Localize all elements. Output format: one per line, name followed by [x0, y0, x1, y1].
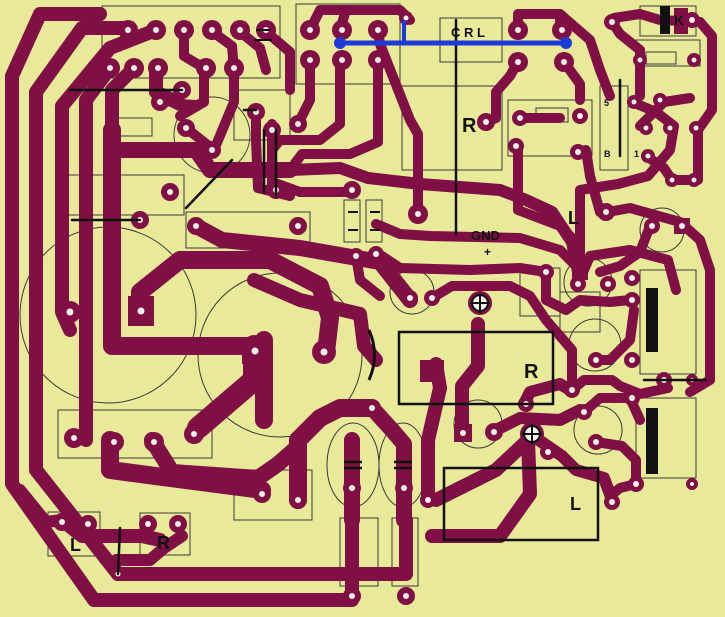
l-label-bottom-left: L — [70, 535, 81, 555]
pad-row-top-left — [100, 20, 307, 159]
resistor-box-r — [397, 330, 555, 406]
pad-row-lower — [364, 264, 698, 510]
blue-bridge-wire — [334, 20, 572, 49]
crl-label: C R L — [451, 25, 485, 40]
r-label-bottom: R — [157, 533, 170, 553]
mounting-holes — [468, 291, 544, 446]
l-label-box: L — [570, 494, 581, 514]
mounting-hole-lower — [520, 422, 544, 446]
ic-bar-upper — [646, 288, 658, 352]
pad-row-middle — [59, 181, 428, 452]
wire-jumpers — [68, 18, 708, 576]
pin-5-label: 5 — [604, 98, 609, 108]
large-component-boxes — [397, 6, 688, 542]
r-label-top: R — [462, 115, 477, 137]
r-label-middle: R — [524, 361, 539, 383]
pad-row-top-right — [477, 12, 703, 234]
gnd-label: GND — [471, 228, 500, 243]
l-label-right: L — [568, 208, 579, 228]
pin-1-label: 1 — [634, 149, 639, 159]
ic-bar-lower — [646, 408, 658, 474]
k-label: K — [674, 12, 684, 28]
mounting-hole-upper — [468, 291, 492, 315]
plus-label: + — [484, 245, 491, 259]
pin-b-label: B — [604, 149, 611, 159]
silkscreen-labels: C R L GND + R R R L L L K 5 B 1 — [70, 12, 684, 555]
pad-row-top-middle — [300, 11, 413, 70]
capacitor-symbols — [254, 29, 412, 470]
pads — [53, 11, 703, 605]
pad-row-bottom — [53, 479, 415, 605]
inductor-box-l — [442, 466, 600, 542]
